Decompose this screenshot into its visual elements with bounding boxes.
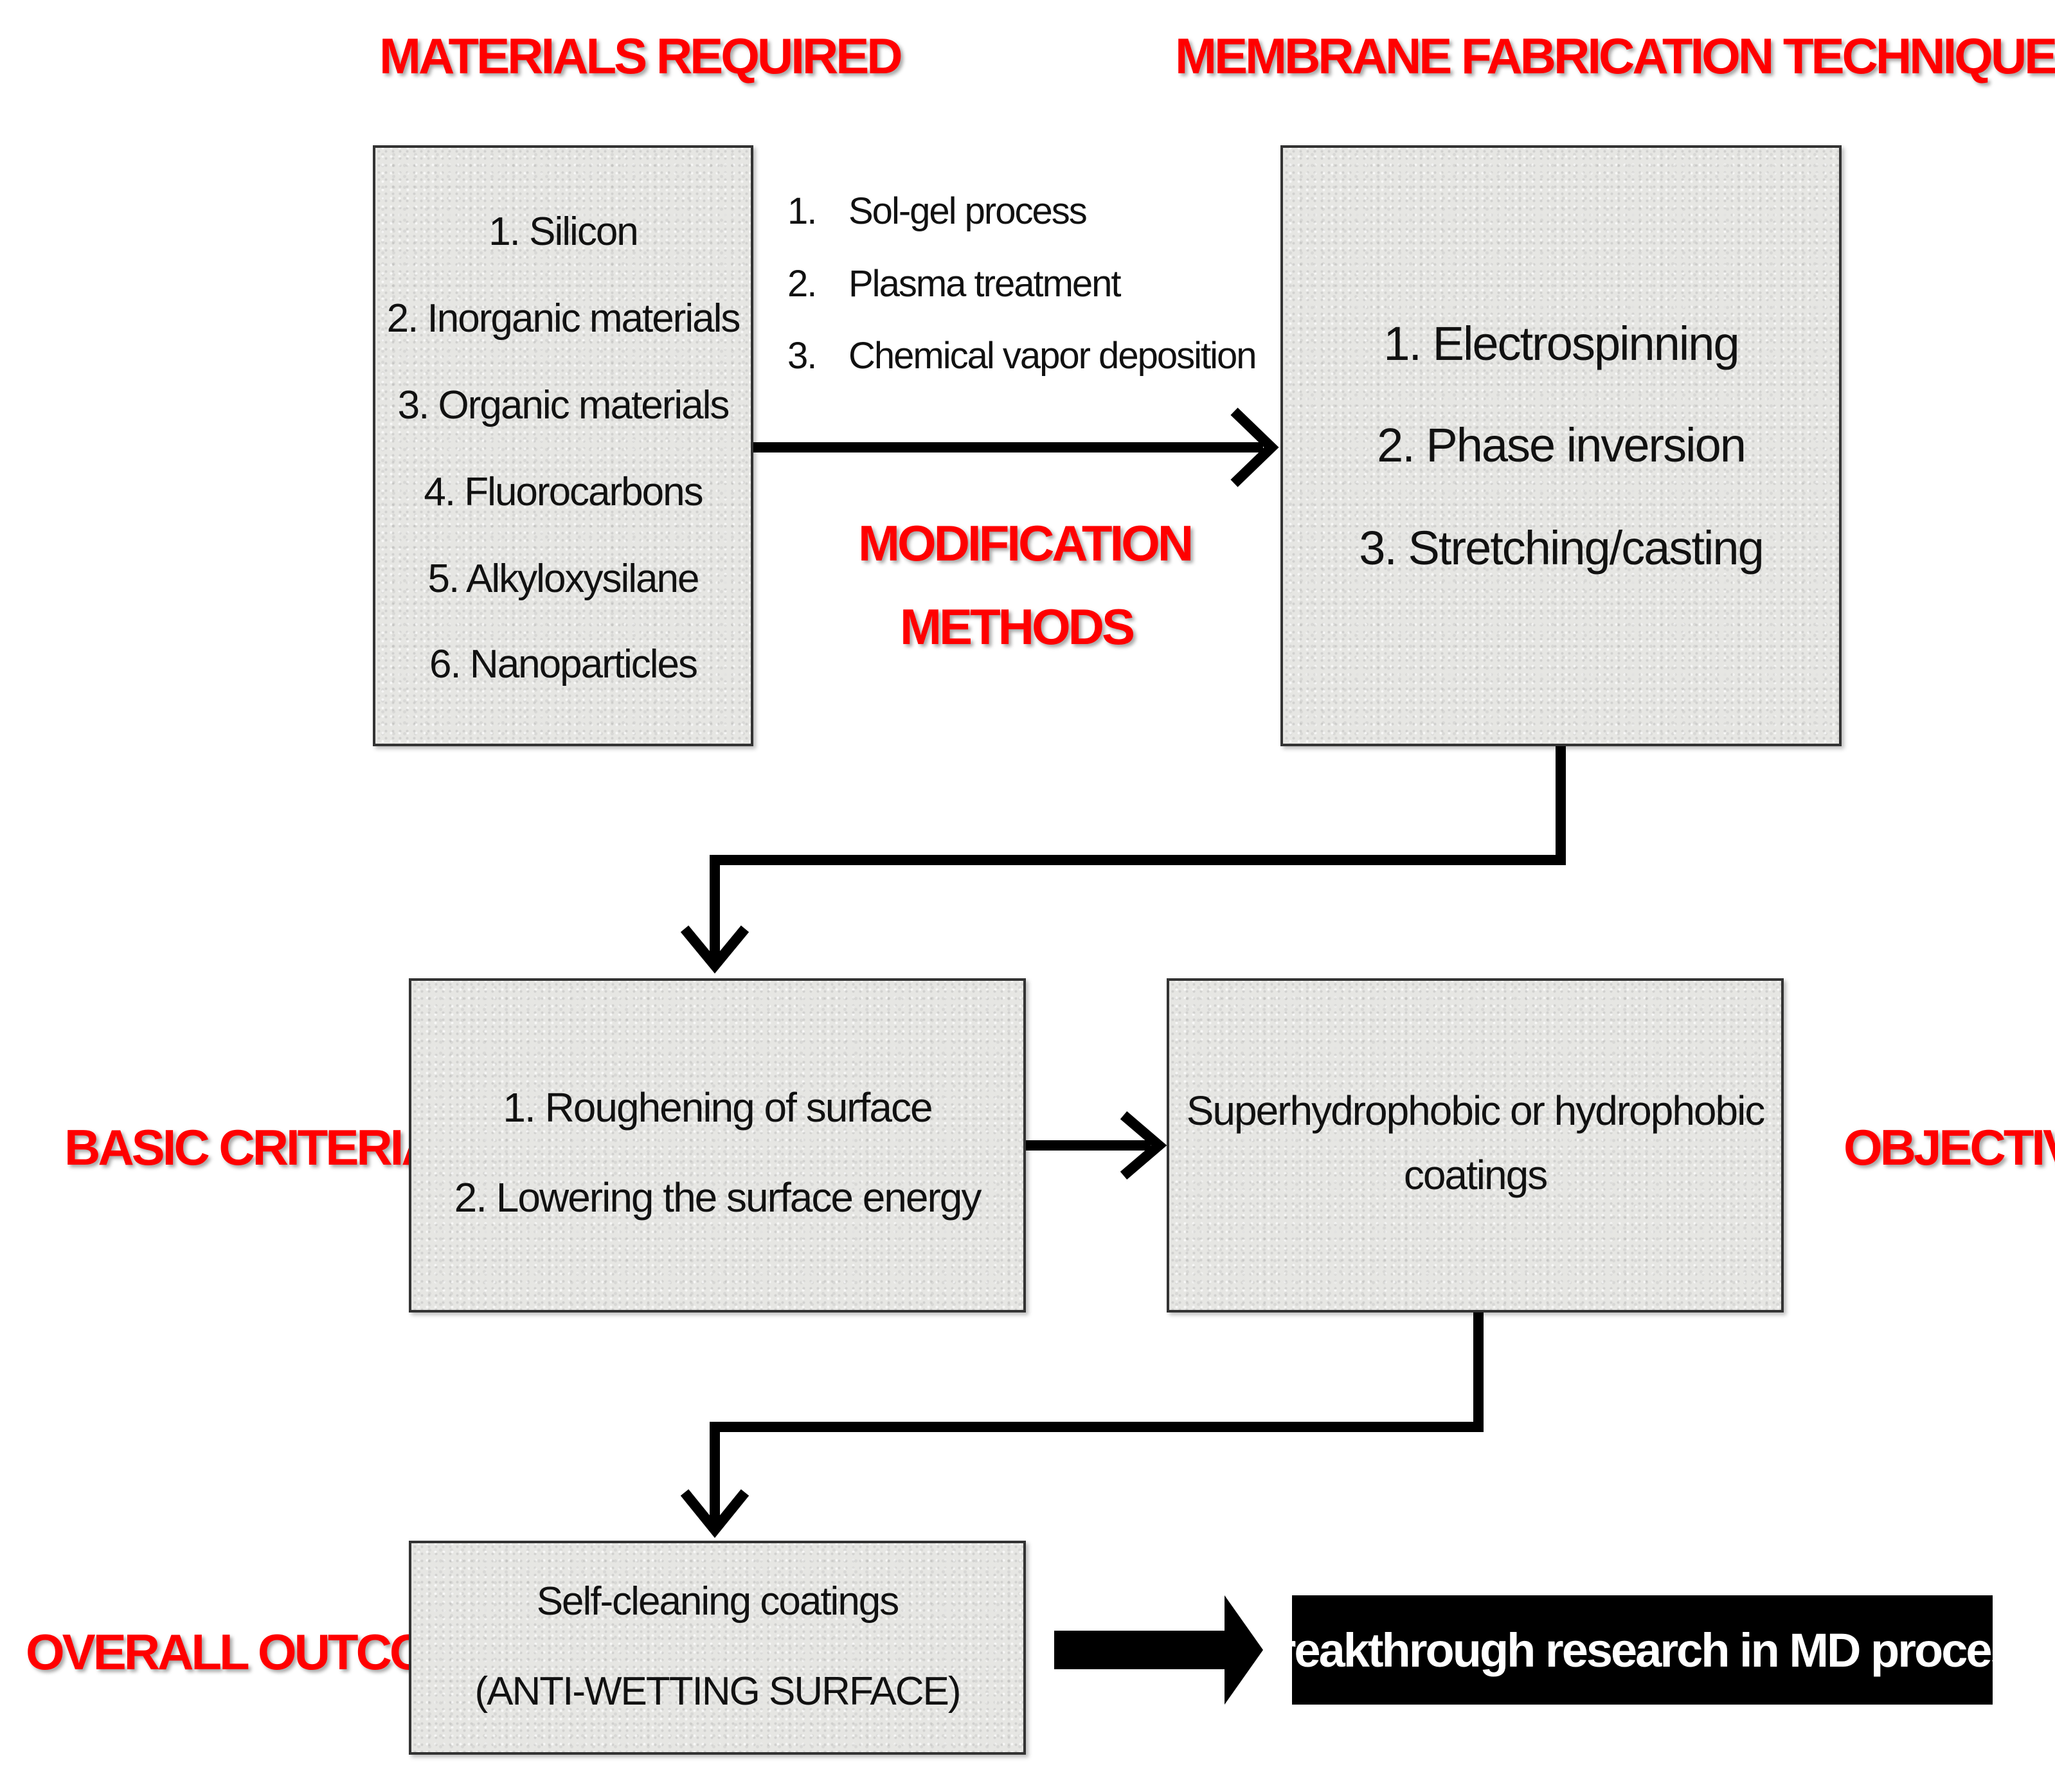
modification-method-label: Chemical vapor deposition <box>848 335 1257 377</box>
criteria-box: 1. Roughening of surface 2. Lowering the… <box>409 978 1026 1313</box>
block-arrow-outcome-to-breakthrough <box>1054 1595 1263 1705</box>
basic-criteria-heading: BASIC CRITERIA <box>64 1119 438 1176</box>
outcome-item: (ANTI-WETTING SURFACE) <box>474 1669 961 1714</box>
arrow-head-fabrication <box>1230 408 1279 487</box>
materials-box: 1. Silicon 2. Inorganic materials 3. Org… <box>373 145 753 746</box>
fabrication-item: 2. Phase inversion <box>1377 418 1746 472</box>
objective-item: coatings <box>1403 1152 1548 1198</box>
fabrication-box: 1. Electrospinning 2. Phase inversion 3.… <box>1280 145 1842 746</box>
breakthrough-box: Breakthrough research in MD process <box>1245 1595 2042 1705</box>
fabrication-heading: MEMBRANE FABRICATION TECHNIQUES <box>1175 28 2055 84</box>
materials-item: 2. Inorganic materials <box>386 296 741 341</box>
modification-method: 3. Chemical vapor deposition <box>787 334 1257 377</box>
modification-heading-line2: METHODS <box>900 598 1135 655</box>
modification-method-label: Sol-gel process <box>848 190 1088 232</box>
materials-heading: MATERIALS REQUIRED <box>379 28 903 84</box>
modification-method-number: 3. <box>787 335 817 377</box>
materials-item: 4. Fluorocarbons <box>424 470 703 514</box>
fabrication-item: 1. Electrospinning <box>1383 317 1739 370</box>
materials-item: 1. Silicon <box>489 210 639 254</box>
outcome-box: Self-cleaning coatings (ANTI-WETTING SUR… <box>409 1541 1026 1755</box>
modification-method-number: 1. <box>787 190 817 232</box>
arrow-objective-to-outcome <box>710 1313 1484 1522</box>
modification-method-number: 2. <box>787 263 817 305</box>
modification-method-label: Plasma treatment <box>848 263 1122 305</box>
objective-box: Superhydrophobic or hydrophobic coatings <box>1167 978 1784 1313</box>
objective-heading: OBJECTIVE <box>1844 1119 2055 1176</box>
materials-item: 5. Alkyloxysilane <box>427 557 700 601</box>
arrow-head-criteria <box>680 925 749 974</box>
fabrication-item: 3. Stretching/casting <box>1359 521 1764 575</box>
criteria-item: 1. Roughening of surface <box>503 1084 933 1131</box>
arrow-head-outcome <box>680 1489 749 1538</box>
objective-item: Superhydrophobic or hydrophobic <box>1186 1088 1766 1134</box>
outcome-item: Self-cleaning coatings <box>536 1579 900 1624</box>
arrow-fabrication-to-criteria <box>710 746 1566 958</box>
materials-item: 3. Organic materials <box>397 383 730 427</box>
modification-method: 1. Sol-gel process <box>787 190 1088 233</box>
modification-heading-line1: MODIFICATION <box>858 515 1194 571</box>
materials-item: 6. Nanoparticles <box>429 642 698 686</box>
arrow-head-objective <box>1120 1111 1167 1180</box>
criteria-item: 2. Lowering the surface energy <box>454 1174 982 1221</box>
modification-method: 2. Plasma treatment <box>787 262 1122 305</box>
